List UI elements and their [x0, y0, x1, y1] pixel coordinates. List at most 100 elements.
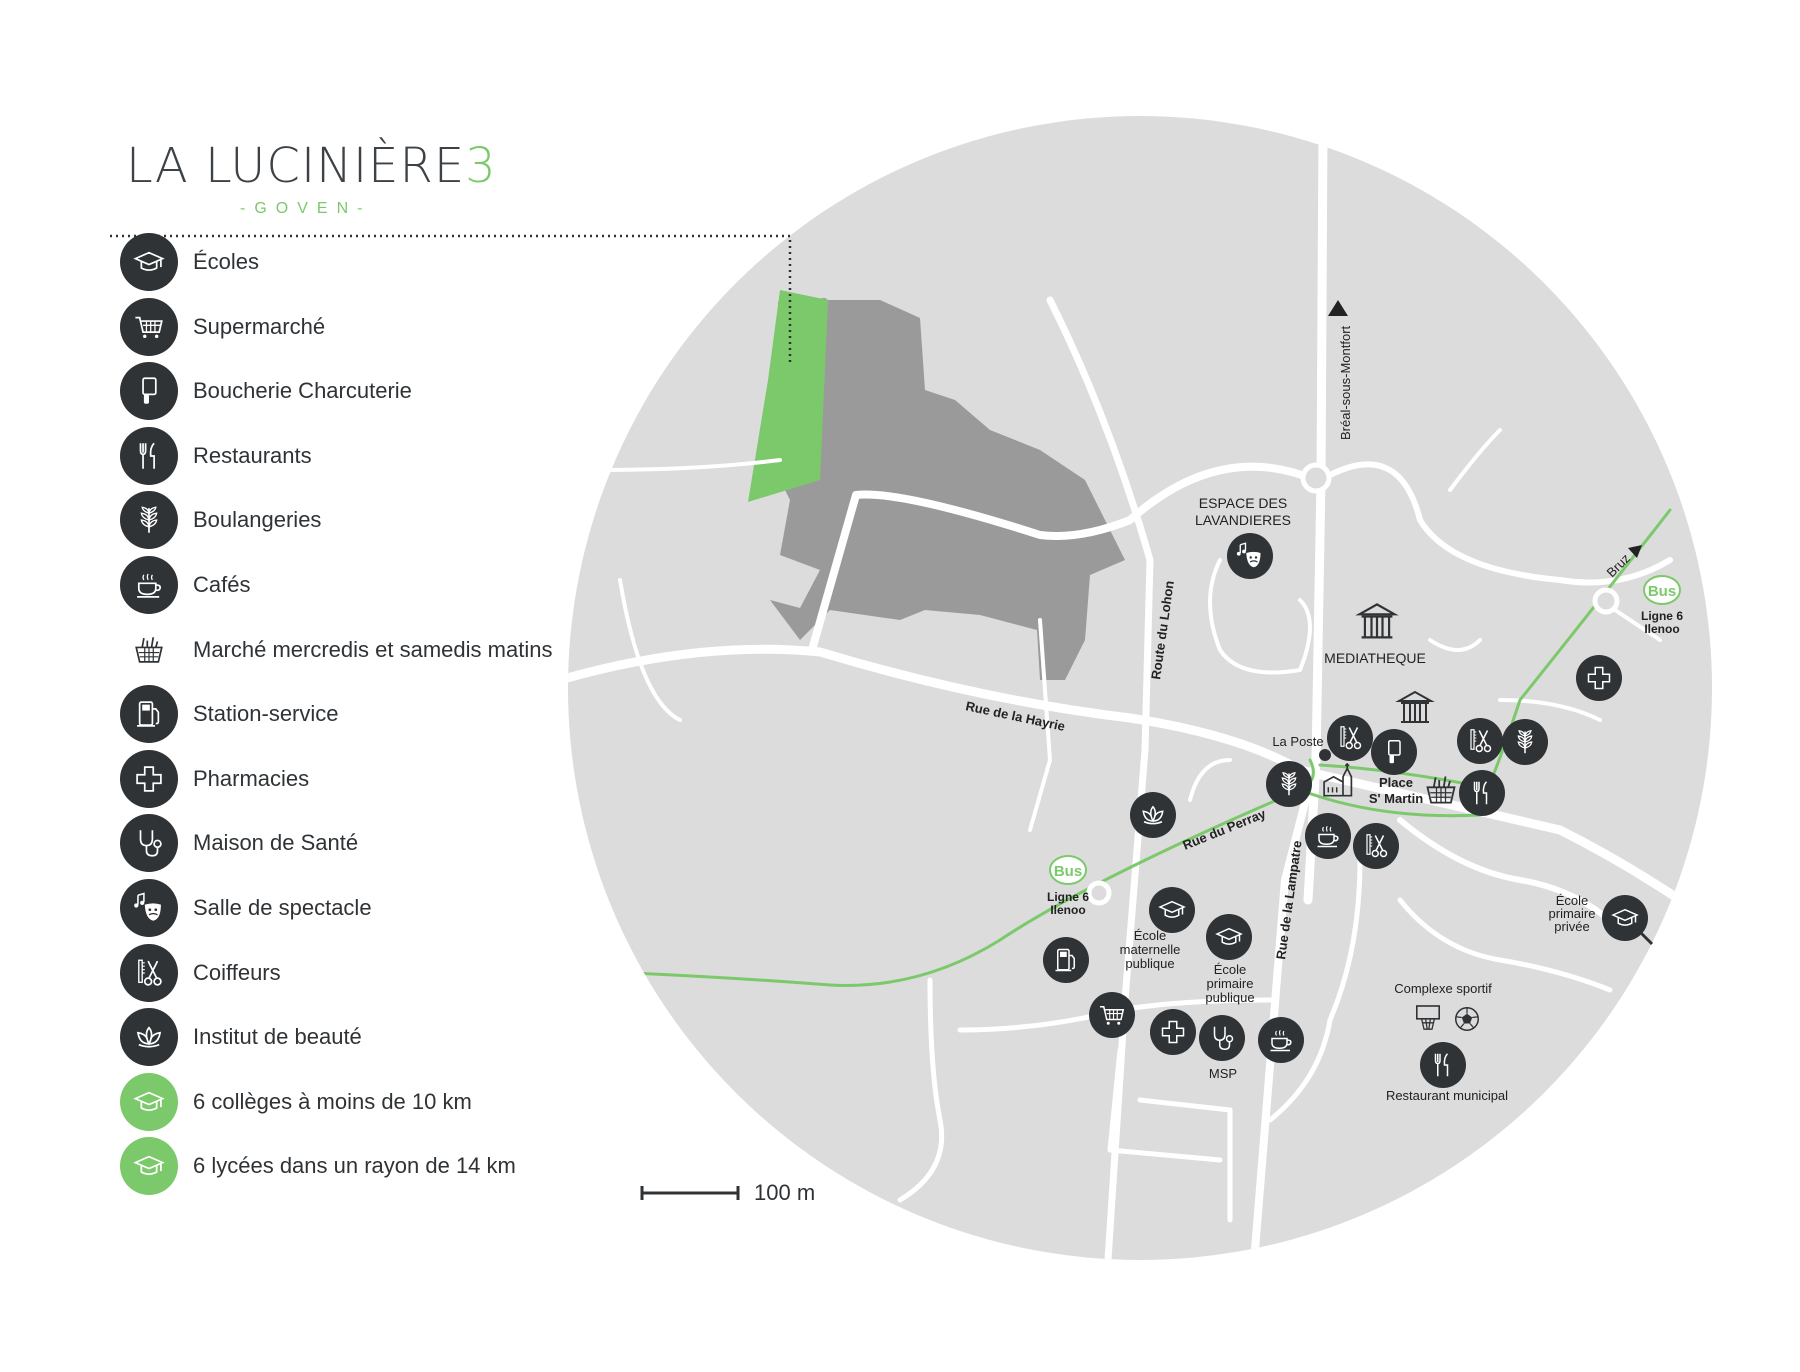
scale-label: 100 m [754, 1180, 816, 1205]
legend-item: 6 lycées dans un rayon de 14 km [120, 1137, 516, 1196]
shopping-cart-icon [120, 297, 178, 356]
fuel-pump-icon [120, 685, 178, 744]
graduation-cap-icon [120, 233, 178, 291]
legend-item: Station-service [120, 685, 339, 744]
poi-stethoscope-icon[interactable] [1199, 1015, 1245, 1061]
label-place-1: Place [1379, 775, 1413, 790]
poi-marker-circle [1130, 792, 1176, 838]
poi-marker-circle [1089, 992, 1135, 1038]
poi-scissors-comb-icon[interactable] [1353, 823, 1399, 869]
poi-marker-circle [1353, 823, 1399, 869]
poi-wheat-icon[interactable] [1502, 719, 1548, 765]
label-restaurant-municipal: Restaurant municipal [1386, 1088, 1508, 1103]
poi-scissors-comb-icon[interactable] [1457, 718, 1503, 764]
legend-item: Marché mercredis et samedis matins [120, 621, 552, 679]
label-maternelle-2: maternelle [1120, 942, 1181, 957]
brand-number: 3 [465, 138, 497, 194]
pharmacy-cross-icon [120, 749, 178, 808]
bus-stop-perray[interactable]: Bus Ligne 6 Ilenoo [1047, 855, 1089, 917]
legend-label: Marché mercredis et samedis matins [193, 636, 553, 662]
poi-marker-circle [1457, 718, 1503, 764]
legend-label: Pharmacies [193, 765, 310, 791]
legend-label: Supermarché [193, 313, 326, 339]
arrow-breal-icon [1328, 300, 1348, 316]
poi-marker-circle [1043, 937, 1089, 983]
legend-label: Boucherie Charcuterie [193, 378, 412, 404]
legend-item: Boulangeries [120, 491, 322, 550]
poi-marker-circle [1150, 1009, 1196, 1055]
legend-label: Maison de Santé [193, 830, 359, 856]
bus-badge-text: Bus [1054, 863, 1082, 880]
brand-logo: LA LUCINIÈRE3 -GOVEN- [126, 138, 497, 217]
legend-label: Boulangeries [193, 507, 322, 533]
poi-fork-knife-icon[interactable] [1420, 1042, 1466, 1088]
legend-label: 6 collèges à moins de 10 km [193, 1088, 472, 1114]
arrow-bruz-icon [1628, 545, 1642, 558]
graduation-cap-icon [120, 1137, 178, 1196]
project-plot [770, 298, 1125, 680]
poi-marker-circle [1199, 1015, 1245, 1061]
poi-lotus-icon[interactable] [1130, 792, 1176, 838]
theater-masks-icon [120, 879, 178, 937]
poi-coffee-cup-icon[interactable] [1305, 813, 1351, 859]
label-msp: MSP [1209, 1066, 1237, 1081]
stethoscope-icon [120, 814, 178, 873]
legend-label: Institut de beauté [193, 1024, 362, 1050]
bus-stop-bruz[interactable]: Bus Ligne 6 Ilenoo [1641, 575, 1683, 636]
legend-label: Cafés [193, 572, 251, 597]
poi-graduation-cap-icon[interactable] [1602, 895, 1648, 941]
legend-item: Coiffeurs [120, 943, 281, 1002]
legend-item: Supermarché [120, 297, 326, 356]
label-privee-1: École [1556, 893, 1589, 908]
poi-marker-circle [1258, 1017, 1304, 1063]
legend-item: Écoles [120, 233, 259, 291]
project-parcel-green [748, 290, 828, 502]
poi-marker-circle [1371, 729, 1417, 775]
label-la-poste: La Poste [1272, 734, 1323, 749]
bus-badge-text: Bus [1648, 583, 1676, 600]
brand-title-text: LA LUCINIÈRE [126, 138, 466, 194]
legend-label: 6 lycées dans un rayon de 14 km [193, 1153, 516, 1179]
label-espace-1: ESPACE DES [1199, 495, 1287, 511]
poi-marker-circle [1327, 715, 1373, 761]
poi-marker-circle [1602, 895, 1648, 941]
bus-line-1: Ligne 6 [1047, 890, 1089, 904]
poi-graduation-cap-icon[interactable] [1206, 914, 1252, 960]
legend-item: Restaurants [120, 426, 312, 485]
poi-marker-circle [1576, 655, 1622, 701]
poi-pharmacy-cross-icon[interactable] [1150, 1009, 1196, 1055]
ecole-privee-connector [1638, 930, 1654, 946]
poi-marker-circle [1420, 1042, 1466, 1088]
wheat-icon [120, 491, 178, 550]
label-ppublique-2: primaire [1207, 976, 1254, 991]
legend-item: Institut de beauté [120, 1008, 362, 1067]
bus-line-1: Ligne 6 [1641, 609, 1683, 623]
brand-subtitle: -GOVEN- [240, 200, 372, 217]
graduation-cap-icon [120, 1072, 178, 1131]
legend-label: Coiffeurs [193, 959, 281, 985]
poi-graduation-cap-icon[interactable] [1149, 887, 1195, 933]
legend-item: Pharmacies [120, 749, 310, 808]
label-privee-2: primaire [1549, 906, 1596, 921]
legend-item: Cafés [120, 556, 250, 614]
scissors-comb-icon [120, 943, 178, 1002]
brand-title: LA LUCINIÈRE3 [126, 138, 497, 194]
label-complexe: Complexe sportif [1394, 981, 1492, 996]
poi-fork-knife-icon[interactable] [1459, 770, 1505, 816]
label-ppublique-1: École [1214, 962, 1247, 977]
poi-wheat-icon[interactable] [1266, 761, 1312, 807]
label-maternelle-3: publique [1125, 956, 1174, 971]
map-disc [568, 116, 1712, 1260]
bus-line-2: Ilenoo [1050, 903, 1085, 917]
poi-markers [1043, 533, 1654, 1088]
poi-scissors-comb-icon[interactable] [1327, 715, 1373, 761]
poi-theater-masks-icon[interactable] [1227, 533, 1273, 579]
poi-pharmacy-cross-icon[interactable] [1576, 655, 1622, 701]
poi-shopping-cart-icon[interactable] [1089, 992, 1135, 1038]
poi-coffee-cup-icon[interactable] [1258, 1017, 1304, 1063]
legend-item: 6 collèges à moins de 10 km [120, 1072, 472, 1131]
poi-fuel-pump-icon[interactable] [1043, 937, 1089, 983]
poi-marker-circle [1206, 914, 1252, 960]
poi-cleaver-icon[interactable] [1371, 729, 1417, 775]
